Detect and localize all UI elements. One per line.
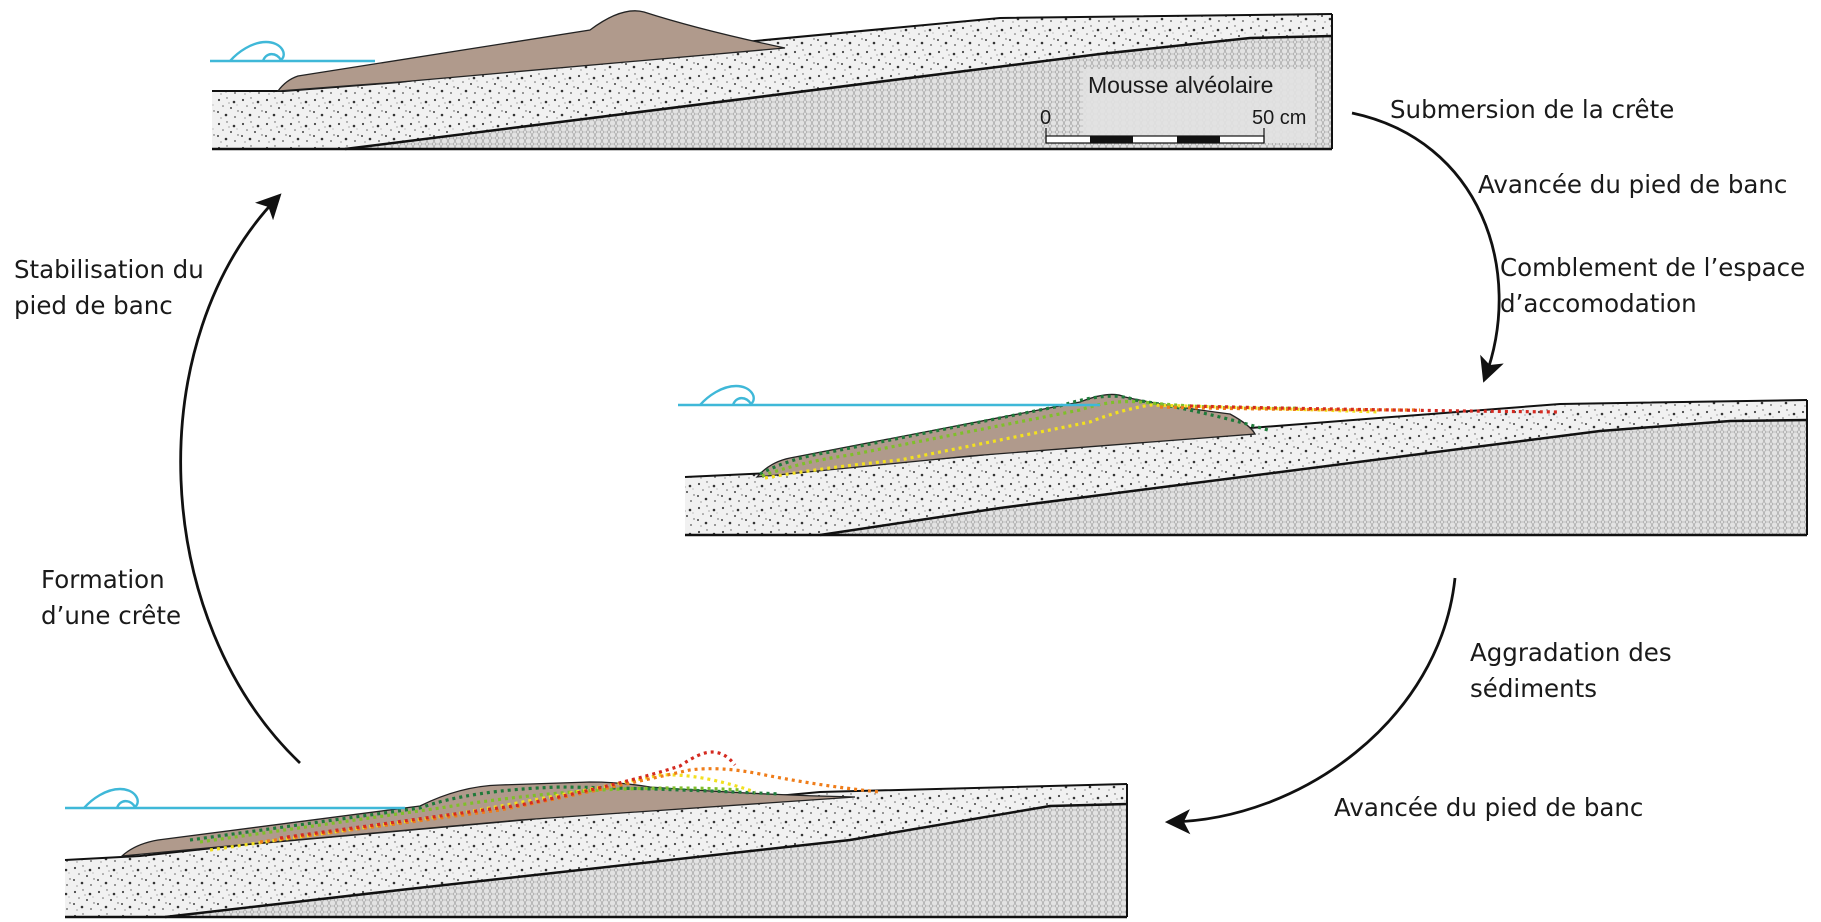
profile-1-foam-boundary [344, 34, 1333, 151]
cycle-arrow-top-to-middle [1351, 111, 1504, 383]
scale-bar [1045, 128, 1265, 144]
scale-bar-end-label: 50 cm [1252, 107, 1307, 129]
cycle-arrow-bottom-to-top [179, 193, 301, 765]
profile-2-submersion [678, 384, 1812, 537]
profile-2-foam-layer [820, 420, 1807, 535]
profile-2-foam-boundary [819, 418, 1808, 537]
step-label-foot-advance: Avancée du pied de banc [1478, 167, 1787, 203]
profile-3-profile-orange [259, 767, 881, 844]
step-label-line: sédiments [1470, 674, 1598, 703]
step-label-line: Avancée du pied de banc [1334, 793, 1644, 822]
profile-3-aggradation [60, 750, 1132, 919]
step-label-line: Formation [41, 565, 165, 594]
cycle-arrow-middle-to-bottom [1164, 577, 1457, 835]
legend-material-label: Mousse alvéolaire [1088, 72, 1274, 98]
profile-1-sediment-bar [276, 10, 786, 92]
profile-1-wave-icon [229, 40, 285, 62]
step-label-line: pied de banc [14, 291, 173, 320]
step-label-foot-stabilisation: Stabilisation du pied de banc [14, 252, 204, 324]
step-label-aggradation: Aggradation des sédiments [1470, 635, 1672, 707]
legend-background [1083, 69, 1315, 143]
profile-3-wave-icon [83, 787, 139, 809]
profile-3-foam-layer [165, 804, 1127, 917]
step-label-line: Avancée du pied de banc [1478, 170, 1788, 199]
profile-3-sediment-bar [120, 781, 856, 857]
step-label-line: d’accomodation [1500, 289, 1697, 318]
step-label-line: d’une crête [41, 601, 182, 630]
step-label-submersion: Submersion de la crête [1390, 92, 1674, 128]
profile-2-profile-orange [1159, 405, 1421, 412]
step-label-line: Stabilisation du [14, 255, 204, 284]
step-label-accommodation-filling: Comblement de l’espace d’accomodation [1500, 250, 1805, 322]
scale-bar-frame [1045, 135, 1265, 144]
step-label-line: Comblement de l’espace [1500, 253, 1806, 282]
step-label-crest-formation: Formation d’une crête [41, 562, 181, 634]
profile-3-foam-boundary [164, 802, 1128, 919]
step-label-foot-advance-2: Avancée du pied de banc [1334, 790, 1643, 826]
profile-2-wave-icon [699, 384, 755, 406]
scale-bar-start-label: 0 [1040, 107, 1052, 129]
profile-2-profile-yellow [764, 403, 1381, 480]
profile-3-profile-red [279, 750, 737, 840]
step-label-line: Aggradation des [1470, 638, 1672, 667]
step-label-line: Submersion de la crête [1390, 95, 1675, 124]
profile-3-air [60, 776, 1132, 860]
scale-bar-segment [1177, 136, 1220, 143]
scale-bar-segment [1090, 136, 1133, 143]
profile-2-profile-red [1189, 404, 1561, 414]
